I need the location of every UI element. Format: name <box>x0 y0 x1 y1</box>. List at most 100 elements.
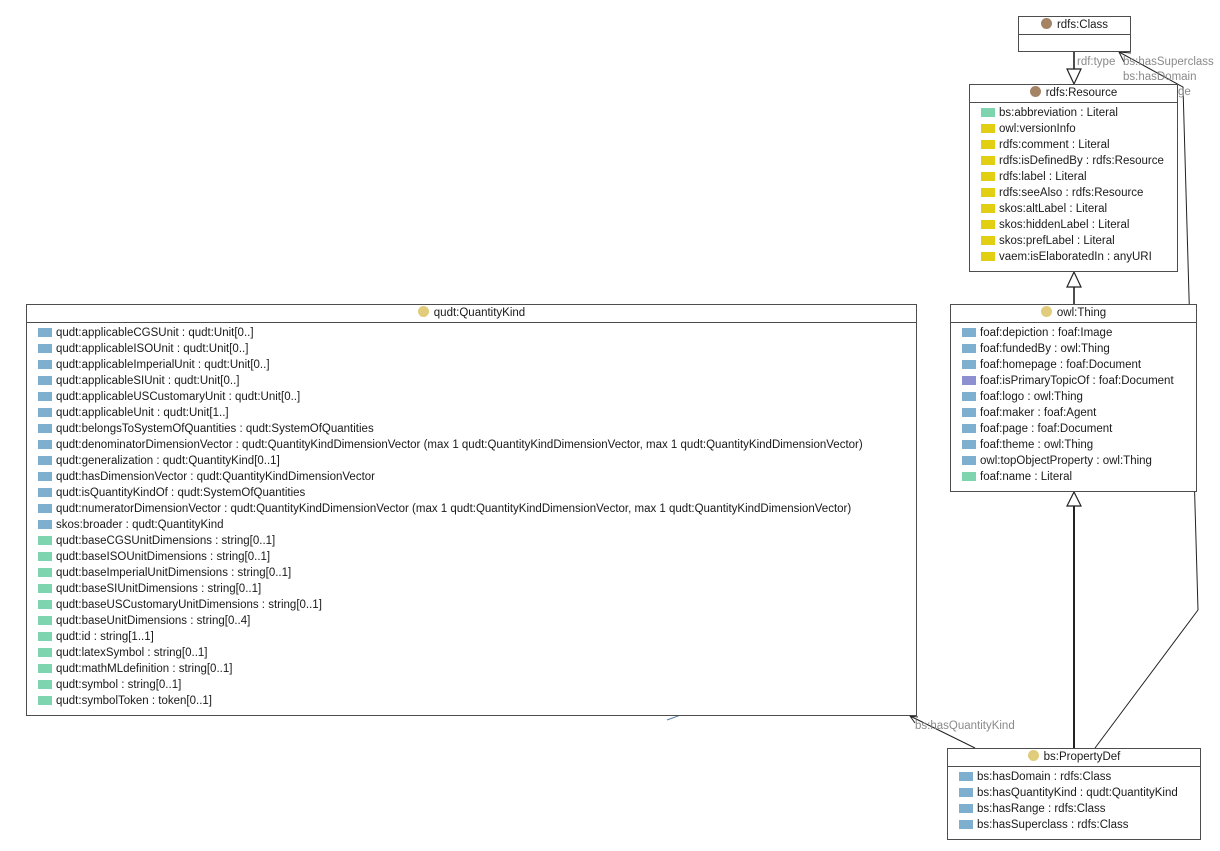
attribute-row[interactable]: foaf:theme : owl:Thing <box>951 437 1196 453</box>
object-property-icon <box>38 456 52 465</box>
attribute-row[interactable]: qudt:applicableSIUnit : qudt:Unit[0..] <box>27 373 916 389</box>
class-icon <box>1040 306 1052 317</box>
attribute-row[interactable]: foaf:fundedBy : owl:Thing <box>951 341 1196 357</box>
attribute-text: qudt:applicableUSCustomaryUnit : qudt:Un… <box>56 391 301 403</box>
edge-thing-subclass-arrowhead <box>1066 270 1082 288</box>
attribute-row[interactable]: qudt:baseUSCustomaryUnitDimensions : str… <box>27 597 916 613</box>
attribute-text: foaf:fundedBy : owl:Thing <box>980 343 1110 355</box>
attribute-row[interactable]: qudt:baseUnitDimensions : string[0..4] <box>27 613 916 629</box>
attribute-text: vaem:isElaboratedIn : anyURI <box>999 251 1152 263</box>
attribute-row[interactable]: qudt:baseCGSUnitDimensions : string[0..1… <box>27 533 916 549</box>
object-property-icon <box>959 788 973 797</box>
class-name: rdfs:Resource <box>1045 87 1118 99</box>
attribute-text: qudt:applicableISOUnit : qudt:Unit[0..] <box>56 343 249 355</box>
attribute-text: qudt:baseSIUnitDimensions : string[0..1] <box>56 583 262 595</box>
attribute-row[interactable]: qudt:generalization : qudt:QuantityKind[… <box>27 453 916 469</box>
attribute-list: qudt:applicableCGSUnit : qudt:Unit[0..] q… <box>27 323 916 709</box>
attribute-text: skos:hiddenLabel : Literal <box>999 219 1130 231</box>
edge-has-quantity-kind <box>909 715 976 749</box>
attribute-row[interactable]: qudt:symbolToken : token[0..1] <box>27 693 916 709</box>
attribute-row[interactable]: foaf:maker : foaf:Agent <box>951 405 1196 421</box>
edge-label-has-quantity-kind: bs:hasQuantityKind <box>915 720 1015 732</box>
attribute-row[interactable]: qudt:baseSIUnitDimensions : string[0..1] <box>27 581 916 597</box>
annotation-property-icon <box>981 140 995 149</box>
attribute-row[interactable]: vaem:isElaboratedIn : anyURI <box>970 249 1177 265</box>
attribute-row[interactable]: qudt:applicableUSCustomaryUnit : qudt:Un… <box>27 389 916 405</box>
attribute-row[interactable]: foaf:logo : owl:Thing <box>951 389 1196 405</box>
attribute-row[interactable]: qudt:applicableISOUnit : qudt:Unit[0..] <box>27 341 916 357</box>
edge-propertydef-to-class-arrowhead <box>1118 51 1132 63</box>
object-property-icon <box>38 472 52 481</box>
attribute-text: foaf:theme : owl:Thing <box>980 439 1094 451</box>
attribute-text: bs:hasRange : rdfs:Class <box>977 803 1106 815</box>
attribute-text: qudt:denominatorDimensionVector : qudt:Q… <box>56 439 863 451</box>
class-box-rdfs-resource[interactable]: rdfs:Resource bs:abbreviation : Literal ow… <box>969 84 1178 272</box>
class-box-property-def[interactable]: bs:PropertyDef bs:hasDomain : rdfs:Class b… <box>947 748 1201 840</box>
attribute-row[interactable]: rdfs:label : Literal <box>970 169 1177 185</box>
class-box-rdfs-class[interactable]: rdfs:Class <box>1018 16 1131 52</box>
attribute-row[interactable]: qudt:hasDimensionVector : qudt:QuantityK… <box>27 469 916 485</box>
attribute-text: qudt:baseUSCustomaryUnitDimensions : str… <box>56 599 322 611</box>
attribute-row[interactable]: bs:hasQuantityKind : qudt:QuantityKind <box>948 785 1200 801</box>
attribute-row[interactable]: bs:hasDomain : rdfs:Class <box>948 769 1200 785</box>
datatype-property-icon <box>38 648 52 657</box>
attribute-row[interactable]: qudt:latexSymbol : string[0..1] <box>27 645 916 661</box>
attribute-text: foaf:homepage : foaf:Document <box>980 359 1142 371</box>
attribute-row[interactable]: rdfs:comment : Literal <box>970 137 1177 153</box>
attribute-row[interactable]: qudt:belongsToSystemOfQuantities : qudt:… <box>27 421 916 437</box>
attribute-text: foaf:page : foaf:Document <box>980 423 1113 435</box>
edge-has-quantity-kind-arrowhead <box>908 715 919 724</box>
attribute-row[interactable]: rdfs:isDefinedBy : rdfs:Resource <box>970 153 1177 169</box>
attribute-list: foaf:depiction : foaf:Image foaf:fundedBy… <box>951 323 1196 485</box>
attribute-row[interactable]: qudt:denominatorDimensionVector : qudt:Q… <box>27 437 916 453</box>
object-property-icon <box>38 344 52 353</box>
attribute-row[interactable]: qudt:baseImperialUnitDimensions : string… <box>27 565 916 581</box>
attribute-row[interactable]: foaf:page : foaf:Document <box>951 421 1196 437</box>
attribute-row[interactable]: foaf:depiction : foaf:Image <box>951 325 1196 341</box>
edge-label-rdf-type: rdf:type <box>1077 56 1116 68</box>
attribute-text: bs:abbreviation : Literal <box>999 107 1118 119</box>
object-property-icon <box>962 408 976 417</box>
class-name: owl:Thing <box>1056 307 1107 319</box>
attribute-row[interactable]: skos:altLabel : Literal <box>970 201 1177 217</box>
datatype-property-icon <box>38 568 52 577</box>
attribute-row[interactable]: foaf:homepage : foaf:Document <box>951 357 1196 373</box>
annotation-property-icon <box>981 172 995 181</box>
attribute-row[interactable]: qudt:applicableImperialUnit : qudt:Unit[… <box>27 357 916 373</box>
datatype-property-icon <box>38 632 52 641</box>
class-header: bs:PropertyDef <box>948 749 1200 767</box>
attribute-row[interactable]: bs:abbreviation : Literal <box>970 105 1177 121</box>
attribute-row[interactable]: qudt:numeratorDimensionVector : qudt:Qua… <box>27 501 916 517</box>
attribute-row[interactable]: owl:topObjectProperty : owl:Thing <box>951 453 1196 469</box>
attribute-text: foaf:isPrimaryTopicOf : foaf:Document <box>980 375 1174 387</box>
object-property-icon <box>962 440 976 449</box>
attribute-row[interactable]: qudt:isQuantityKindOf : qudt:SystemOfQua… <box>27 485 916 501</box>
datatype-property-icon <box>38 552 52 561</box>
attribute-row[interactable]: skos:broader : qudt:QuantityKind <box>27 517 916 533</box>
attribute-row[interactable]: skos:prefLabel : Literal <box>970 233 1177 249</box>
attribute-row[interactable]: bs:hasSuperclass : rdfs:Class <box>948 817 1200 833</box>
datatype-property-icon <box>962 472 976 481</box>
attribute-text: bs:hasDomain : rdfs:Class <box>977 771 1112 783</box>
attribute-row[interactable]: qudt:mathMLdefinition : string[0..1] <box>27 661 916 677</box>
attribute-row[interactable]: rdfs:seeAlso : rdfs:Resource <box>970 185 1177 201</box>
attribute-row[interactable]: foaf:name : Literal <box>951 469 1196 485</box>
attribute-text: qudt:symbolToken : token[0..1] <box>56 695 212 707</box>
attribute-row[interactable]: owl:versionInfo <box>970 121 1177 137</box>
attribute-row[interactable]: qudt:baseISOUnitDimensions : string[0..1… <box>27 549 916 565</box>
attribute-text: foaf:name : Literal <box>980 471 1073 483</box>
attribute-row[interactable]: skos:hiddenLabel : Literal <box>970 217 1177 233</box>
attribute-text: bs:hasQuantityKind : qudt:QuantityKind <box>977 787 1178 799</box>
attribute-list: bs:abbreviation : Literal owl:versionInfo… <box>970 103 1177 265</box>
attribute-row[interactable]: qudt:symbol : string[0..1] <box>27 677 916 693</box>
class-header: rdfs:Class <box>1019 17 1130 35</box>
attribute-row[interactable]: qudt:applicableUnit : qudt:Unit[1..] <box>27 405 916 421</box>
attribute-text: qudt:applicableUnit : qudt:Unit[1..] <box>56 407 229 419</box>
attribute-row[interactable]: foaf:isPrimaryTopicOf : foaf:Document <box>951 373 1196 389</box>
attribute-row[interactable]: qudt:applicableCGSUnit : qudt:Unit[0..] <box>27 325 916 341</box>
object-property-icon <box>959 804 973 813</box>
attribute-row[interactable]: bs:hasRange : rdfs:Class <box>948 801 1200 817</box>
attribute-row[interactable]: qudt:id : string[1..1] <box>27 629 916 645</box>
